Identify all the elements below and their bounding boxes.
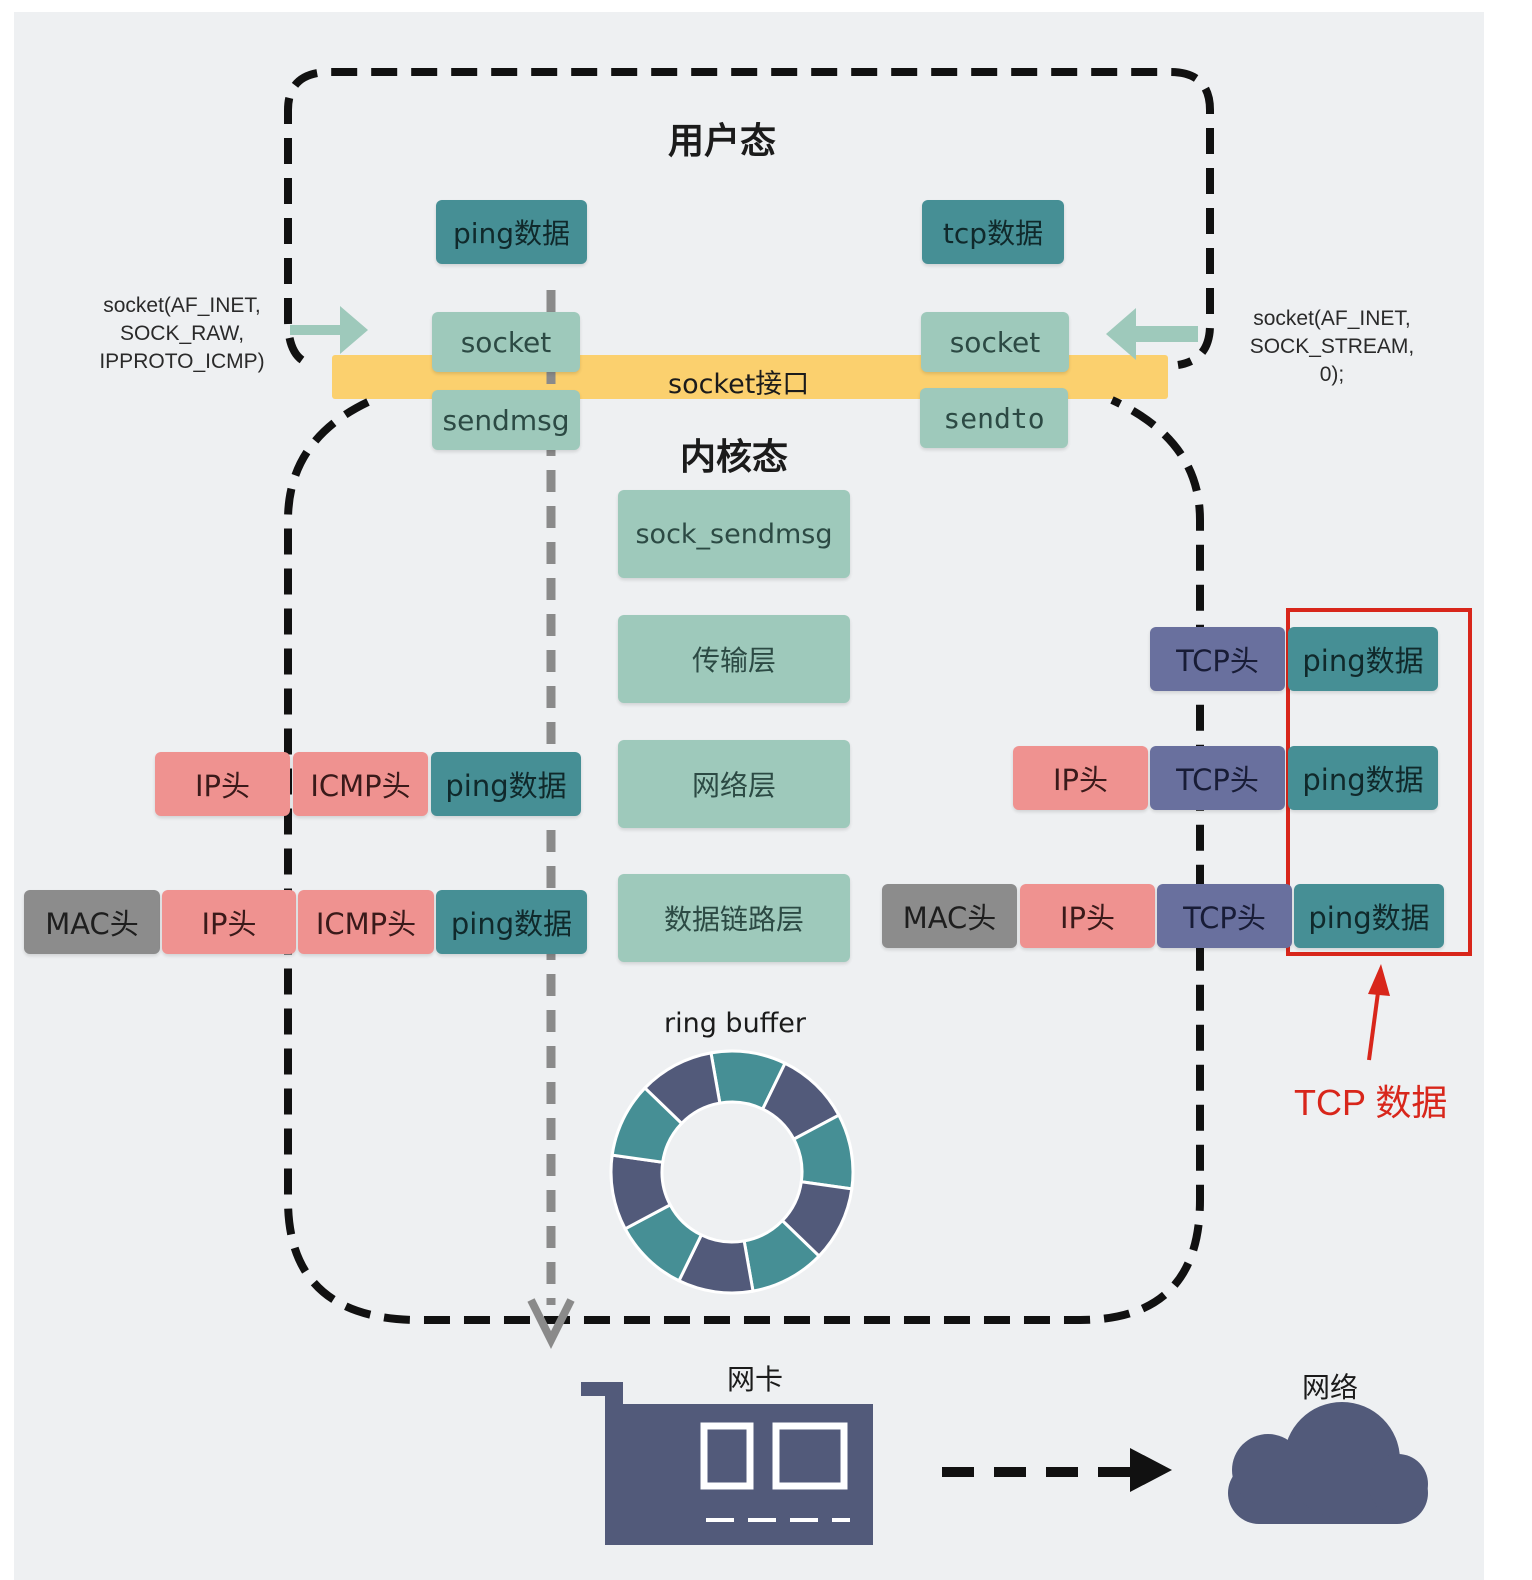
icmp-header-box: ICMP头 <box>293 752 428 816</box>
ping-data-box: ping数据 <box>1288 627 1438 691</box>
right-socket-call: socket(AF_INET, SOCK_STREAM, 0); <box>1222 305 1442 389</box>
ping-data-box: ping数据 <box>436 890 587 954</box>
user-mode-boundary <box>284 68 1214 369</box>
sendmsg-box: sendmsg <box>432 390 580 450</box>
ip-header-box: IP头 <box>162 890 296 954</box>
tcp-data-arrow-line <box>1367 984 1381 1061</box>
tcp-header-box: TCP头 <box>1157 884 1292 948</box>
right-socket-call-line: SOCK_STREAM, <box>1249 335 1415 358</box>
left-socket-call: socket(AF_INET, SOCK_RAW, IPPROTO_ICMP) <box>72 292 292 376</box>
ring-buffer-label: ring buffer <box>664 1008 807 1039</box>
tcp-data-box: tcp数据 <box>922 200 1064 264</box>
network-layer-box: 网络层 <box>618 740 850 828</box>
right-socket-box: socket <box>921 312 1069 372</box>
mac-header-box: MAC头 <box>882 884 1017 948</box>
data-link-layer-box: 数据链路层 <box>618 874 850 962</box>
left-socket-box: socket <box>432 312 580 372</box>
left-socket-call-line: IPPROTO_ICMP) <box>99 350 265 373</box>
ring-buffer-icon <box>609 1049 855 1295</box>
cloud-icon <box>1228 1402 1428 1524</box>
right-socket-call-line: 0); <box>1319 363 1345 386</box>
tcp-data-annotation: TCP 数据 <box>1294 1082 1448 1123</box>
ip-header-box: IP头 <box>1020 884 1155 948</box>
left-socket-call-line: SOCK_RAW, <box>119 322 245 345</box>
network-card-icon <box>581 1382 873 1545</box>
mac-header-box: MAC头 <box>24 890 160 954</box>
left-socket-call-line: socket(AF_INET, <box>103 294 261 317</box>
network-label: 网络 <box>1302 1371 1359 1404</box>
tcp-header-box: TCP头 <box>1150 627 1285 691</box>
ping-data-box: ping数据 <box>1294 884 1444 948</box>
ring-buffer-segment <box>642 1051 722 1126</box>
sock-sendmsg-box: sock_sendmsg <box>618 490 850 578</box>
right-socket-arrow <box>1106 308 1198 360</box>
nic-to-network-arrowhead <box>1130 1448 1172 1492</box>
ip-header-box: IP头 <box>155 752 290 816</box>
tcp-header-box: TCP头 <box>1150 746 1285 810</box>
sendto-box: sendto <box>920 388 1068 448</box>
ping-data-box: ping数据 <box>431 752 581 816</box>
kernel-mode-boundary <box>284 396 1204 1324</box>
user-mode-title: 用户态 <box>668 121 777 162</box>
socket-interface-label: socket接口 <box>668 369 810 400</box>
data-path-arrowhead <box>527 1298 575 1349</box>
tcp-data-arrowhead <box>1368 964 1390 996</box>
icmp-header-box: ICMP头 <box>298 890 434 954</box>
ping-data-box: ping数据 <box>436 200 587 264</box>
nic-label: 网卡 <box>727 1363 784 1396</box>
left-socket-arrow <box>290 306 368 354</box>
transport-layer-box: 传输层 <box>618 615 850 703</box>
ip-header-box: IP头 <box>1013 746 1148 810</box>
ping-data-box: ping数据 <box>1288 746 1438 810</box>
kernel-mode-title: 内核态 <box>680 437 789 478</box>
right-socket-call-line: socket(AF_INET, <box>1253 307 1411 330</box>
